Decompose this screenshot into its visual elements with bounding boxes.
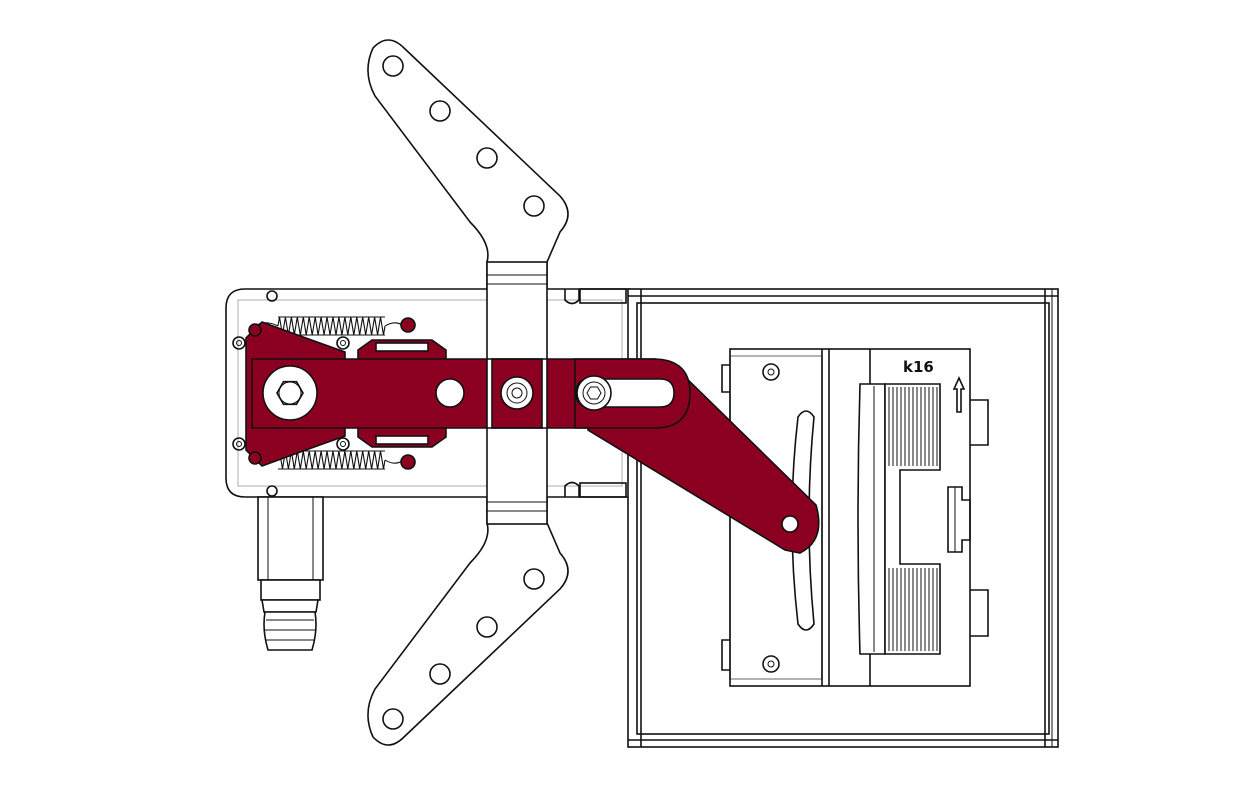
centre-clamp [486,261,548,525]
up-arrow-icon [952,376,966,413]
cable-gland [257,496,324,651]
pivot-bolt [576,375,612,411]
mounting-bracket-top [367,39,569,290]
fixture-mark-label: k16 [903,358,934,376]
mounting-bracket-bottom [367,496,569,746]
